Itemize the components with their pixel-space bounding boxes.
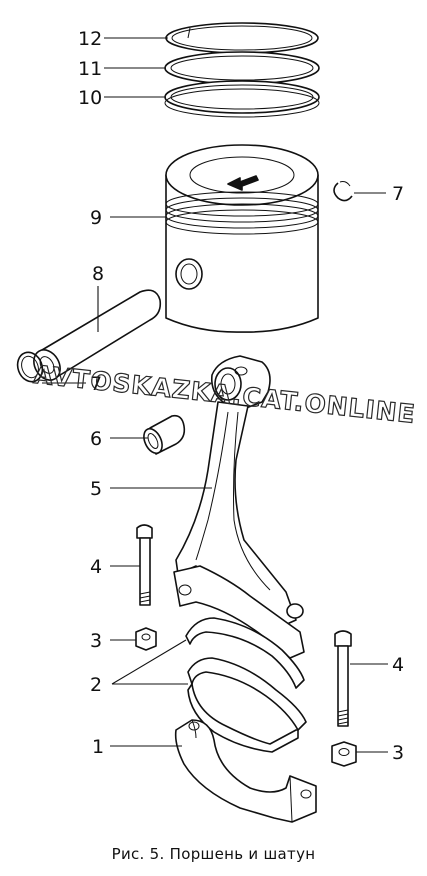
callout-4-left: 4	[90, 556, 102, 578]
callout-7-left: 7	[90, 373, 102, 395]
callout-1: 1	[92, 736, 104, 758]
figure-caption: Рис. 5. Поршень и шатун	[111, 845, 316, 863]
callout-12: 12	[78, 28, 102, 50]
callout-7-right: 7	[392, 183, 404, 205]
callout-2: 2	[90, 674, 102, 696]
callout-10: 10	[78, 87, 102, 109]
piston-ring-10	[164, 80, 320, 118]
callout-4-right: 4	[392, 654, 404, 676]
callout-labels: 12 11 10 9 7 8 7 6 5 4 3 2 1 4 3	[78, 28, 404, 764]
callout-6: 6	[90, 428, 102, 450]
callout-9: 9	[90, 207, 102, 229]
callout-5: 5	[90, 478, 102, 500]
callout-11: 11	[78, 58, 102, 80]
bearing-shell-upper	[185, 617, 305, 689]
circlip-left	[16, 351, 44, 383]
nut-left	[135, 627, 157, 651]
connecting-rod-bolt-left	[136, 524, 153, 606]
small-end-bushing	[143, 414, 186, 455]
callout-8: 8	[92, 263, 104, 285]
piston-ring-12	[165, 22, 319, 54]
bearing-shell-lower	[187, 657, 307, 753]
circlip-right	[333, 181, 353, 202]
callout-3-left: 3	[90, 630, 102, 652]
bearing-cap	[174, 719, 317, 823]
piston-pin	[33, 289, 162, 381]
connecting-rod-bolt-right	[334, 630, 352, 727]
leader-lines	[42, 37, 388, 753]
callout-3-right: 3	[392, 742, 404, 764]
piston-ring-11	[164, 51, 320, 85]
piston	[165, 144, 319, 333]
connecting-rod	[173, 355, 305, 659]
nut-right	[331, 741, 357, 767]
